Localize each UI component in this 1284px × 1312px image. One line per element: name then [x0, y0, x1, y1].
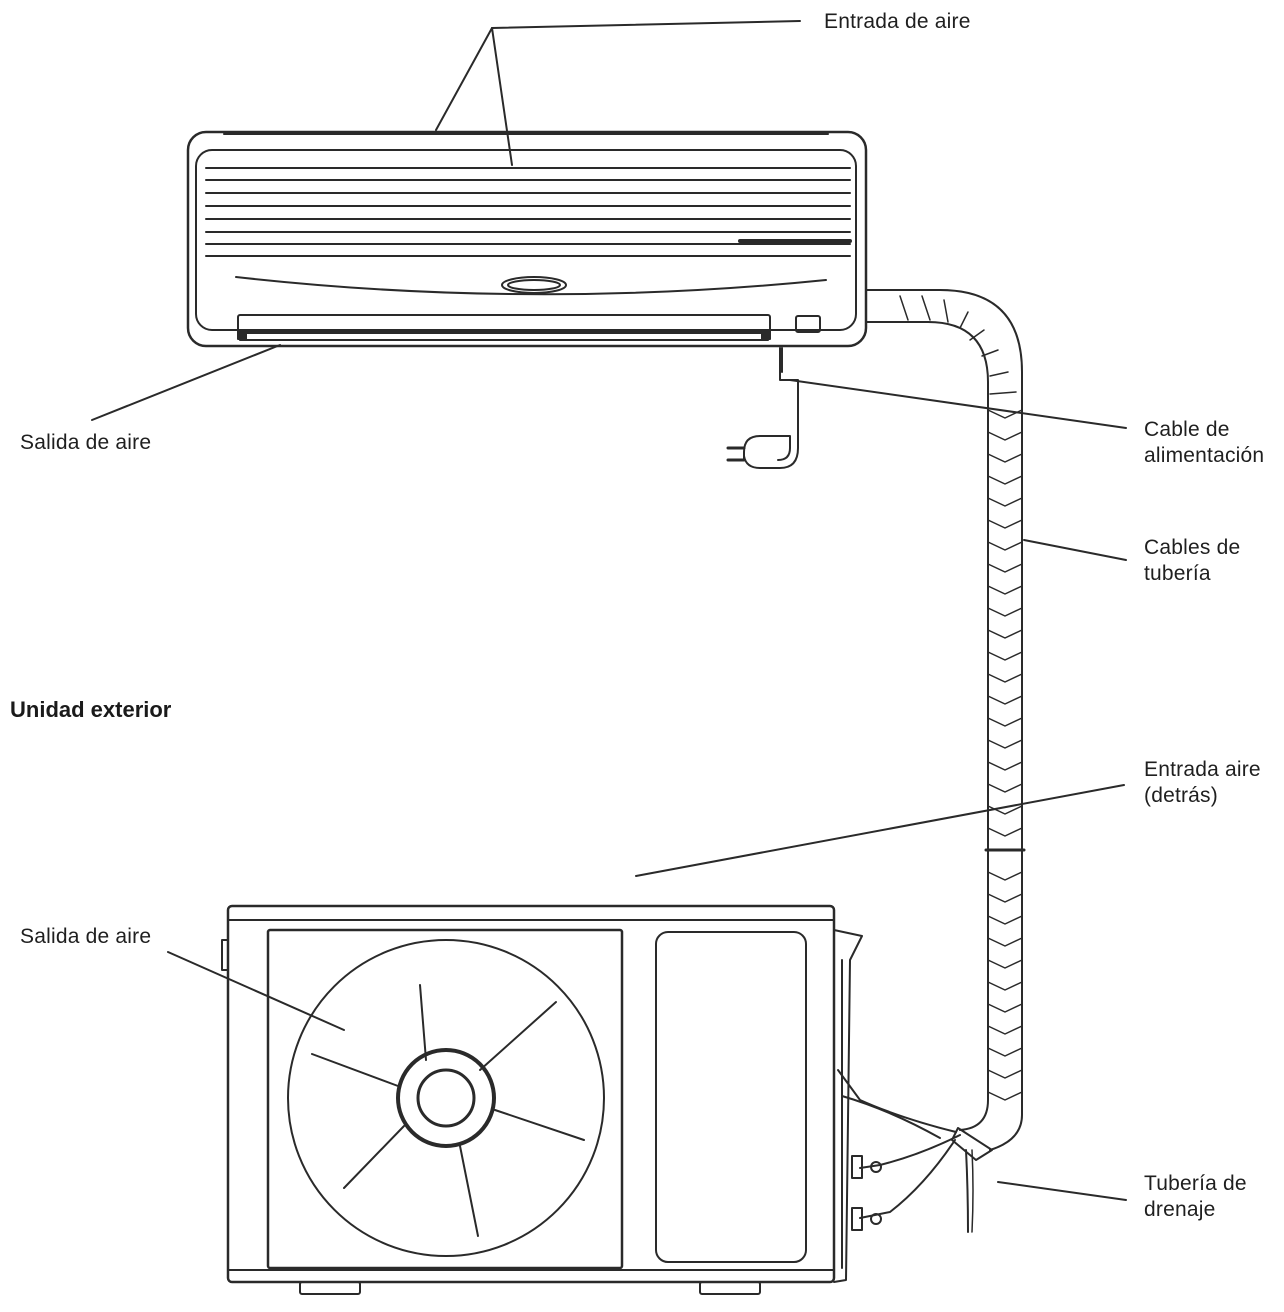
leader-entrada-aire: [491, 20, 801, 29]
label-entrada-aire-detras-line2: (detrás): [1144, 784, 1218, 807]
leader-salida-aire-indoor: [91, 344, 281, 421]
outdoor-unit: [221, 904, 882, 1295]
label-entrada-aire: Entrada de aire: [824, 10, 971, 33]
label-cables-tuberia-line2: tubería: [1144, 562, 1211, 585]
label-cables-tuberia-line1: Cables de: [1144, 536, 1241, 559]
power-cable-plug: [726, 347, 799, 469]
leader-cables-tuberia: [1023, 539, 1127, 561]
label-salida-aire-outdoor: Salida de aire: [20, 925, 152, 948]
label-salida-aire-indoor: Salida de aire: [20, 431, 152, 454]
label-cable-alimentacion-line2: alimentación: [1144, 444, 1265, 467]
piping-bundle: [837, 289, 1026, 1233]
label-tuberia-drenaje-line1: Tubería de: [1144, 1172, 1247, 1195]
leader-salida-aire-outdoor: [167, 951, 345, 1031]
label-tuberia-drenaje-line2: drenaje: [1144, 1198, 1216, 1221]
heading-unidad-exterior: Unidad exterior: [10, 697, 172, 722]
leader-tuberia-drenaje: [997, 1181, 1127, 1201]
label-entrada-aire-detras-line1: Entrada aire: [1144, 758, 1261, 781]
leader-cable-alimentacion: [789, 379, 1127, 429]
leader-entrada-aire-detras: [635, 784, 1125, 877]
leader-lines: [91, 20, 1127, 1201]
label-cable-alimentacion-line1: Cable de: [1144, 418, 1230, 441]
indoor-unit: [186, 130, 868, 348]
